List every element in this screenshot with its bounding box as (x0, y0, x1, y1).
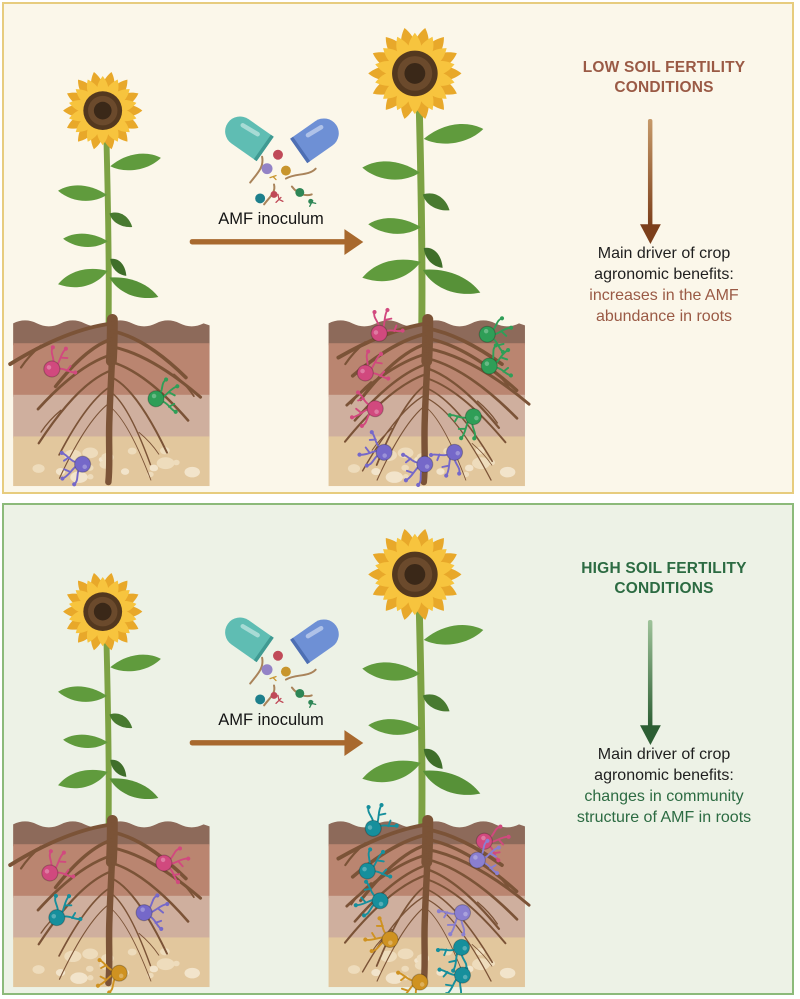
driver-label: Main driver of crop agronomic benefits: (594, 746, 734, 785)
down-arrow-icon (640, 620, 661, 746)
sunflower-after-illustration (362, 527, 483, 824)
driver-text: Main driver of crop agronomic benefits: … (567, 744, 761, 828)
sunflower-before-illustration (58, 71, 161, 323)
driver-label: Main driver of crop agronomic benefits: (594, 245, 734, 284)
driver-highlight: changes in community structure of AMF in… (576, 788, 752, 827)
panel-illustration (4, 4, 661, 489)
capsule-icon (218, 610, 346, 709)
inoculum-label: AMF inoculum (218, 210, 324, 228)
sunflower-before-illustration (58, 572, 161, 824)
panel-title: LOW SOIL FERTILITY CONDITIONS (582, 59, 746, 97)
right-arrow-icon (189, 730, 364, 756)
panel-title: HIGH SOIL FERTILITY CONDITIONS (581, 560, 747, 598)
inoculum-label: AMF inoculum (218, 711, 324, 729)
sunflower-after-illustration (362, 26, 483, 323)
panel-illustration (4, 505, 661, 993)
high-soil-fertility-panel: HIGH SOIL FERTILITY CONDITIONS AMF inocu… (2, 503, 794, 995)
driver-text: Main driver of crop agronomic benefits: … (567, 243, 761, 327)
right-arrow-icon (189, 229, 364, 255)
driver-highlight: increases in the AMF abundance in roots (589, 287, 739, 326)
down-arrow-icon (640, 119, 661, 245)
low-soil-fertility-panel: LOW SOIL FERTILITY CONDITIONS AMF inocul… (2, 2, 794, 494)
capsule-icon (218, 109, 346, 208)
